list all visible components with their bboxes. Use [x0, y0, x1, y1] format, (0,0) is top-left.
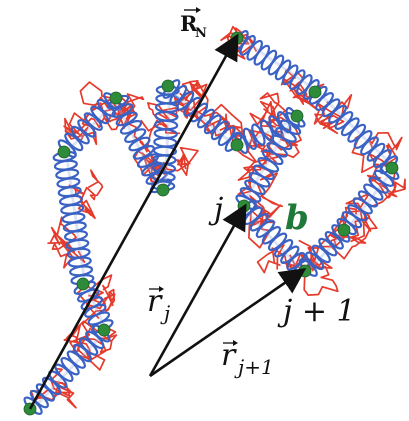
spring-coil	[153, 136, 178, 148]
position-vector-j-arrow	[148, 203, 247, 377]
bead-j-plus-1-label: j + 1	[277, 294, 356, 329]
random-walk-segment	[351, 131, 403, 174]
end-to-end-arrow	[28, 33, 239, 410]
vector-arrowhead-icon	[233, 340, 238, 346]
spring-bond	[298, 224, 351, 277]
end-to-end-subscript: N	[195, 26, 207, 41]
bead	[57, 145, 71, 159]
bead	[109, 91, 123, 105]
spring-axis	[64, 151, 87, 284]
spring-bond	[308, 85, 399, 175]
bead	[156, 183, 170, 197]
spring-bond	[23, 324, 111, 415]
random-walk-segment	[249, 92, 291, 131]
spring-bond	[52, 150, 95, 286]
position-vector-j-symbol: r	[147, 284, 163, 319]
spring-axis	[237, 35, 317, 92]
spring-coil	[251, 123, 266, 146]
vector-arrowhead-icon	[159, 286, 164, 292]
random-walk-segment	[90, 93, 163, 153]
bead	[76, 277, 90, 291]
position-vector-j-label: r j	[147, 284, 170, 325]
labels: R N j b j + 1 r j r j+1	[147, 7, 356, 379]
random-walk-segment	[68, 169, 104, 220]
position-vector-j1-arrow	[149, 268, 307, 378]
end-to-end-symbol: R	[180, 11, 198, 36]
bead	[161, 79, 175, 93]
vector-arrowhead-icon	[196, 7, 201, 13]
spring-bond	[235, 112, 306, 211]
bead	[97, 323, 111, 337]
bead	[308, 85, 322, 99]
vector-arrows	[28, 33, 307, 410]
position-vector-j1-subscript: j+1	[234, 355, 274, 379]
spring-bond	[151, 84, 180, 192]
spring-bonds	[23, 30, 400, 415]
bead	[290, 109, 304, 123]
position-vector-j1-symbol: r	[221, 338, 237, 373]
spring-axis	[112, 98, 163, 192]
spring-axis	[344, 168, 395, 233]
bead	[230, 138, 244, 152]
bead	[385, 161, 399, 175]
bead-j-label: j	[208, 192, 223, 227]
bond-length-label: b	[285, 198, 309, 238]
bead	[337, 223, 351, 237]
spring-bond	[232, 30, 320, 100]
spring-bond	[57, 92, 123, 158]
beads	[23, 31, 399, 416]
position-vector-j1-label: r j+1	[221, 338, 274, 379]
spring-bond	[162, 79, 243, 152]
end-to-end-label: R N	[180, 7, 207, 41]
position-vector-j-subscript: j	[160, 301, 170, 325]
spring-bond	[107, 94, 172, 194]
random-walk-segment	[30, 367, 77, 409]
